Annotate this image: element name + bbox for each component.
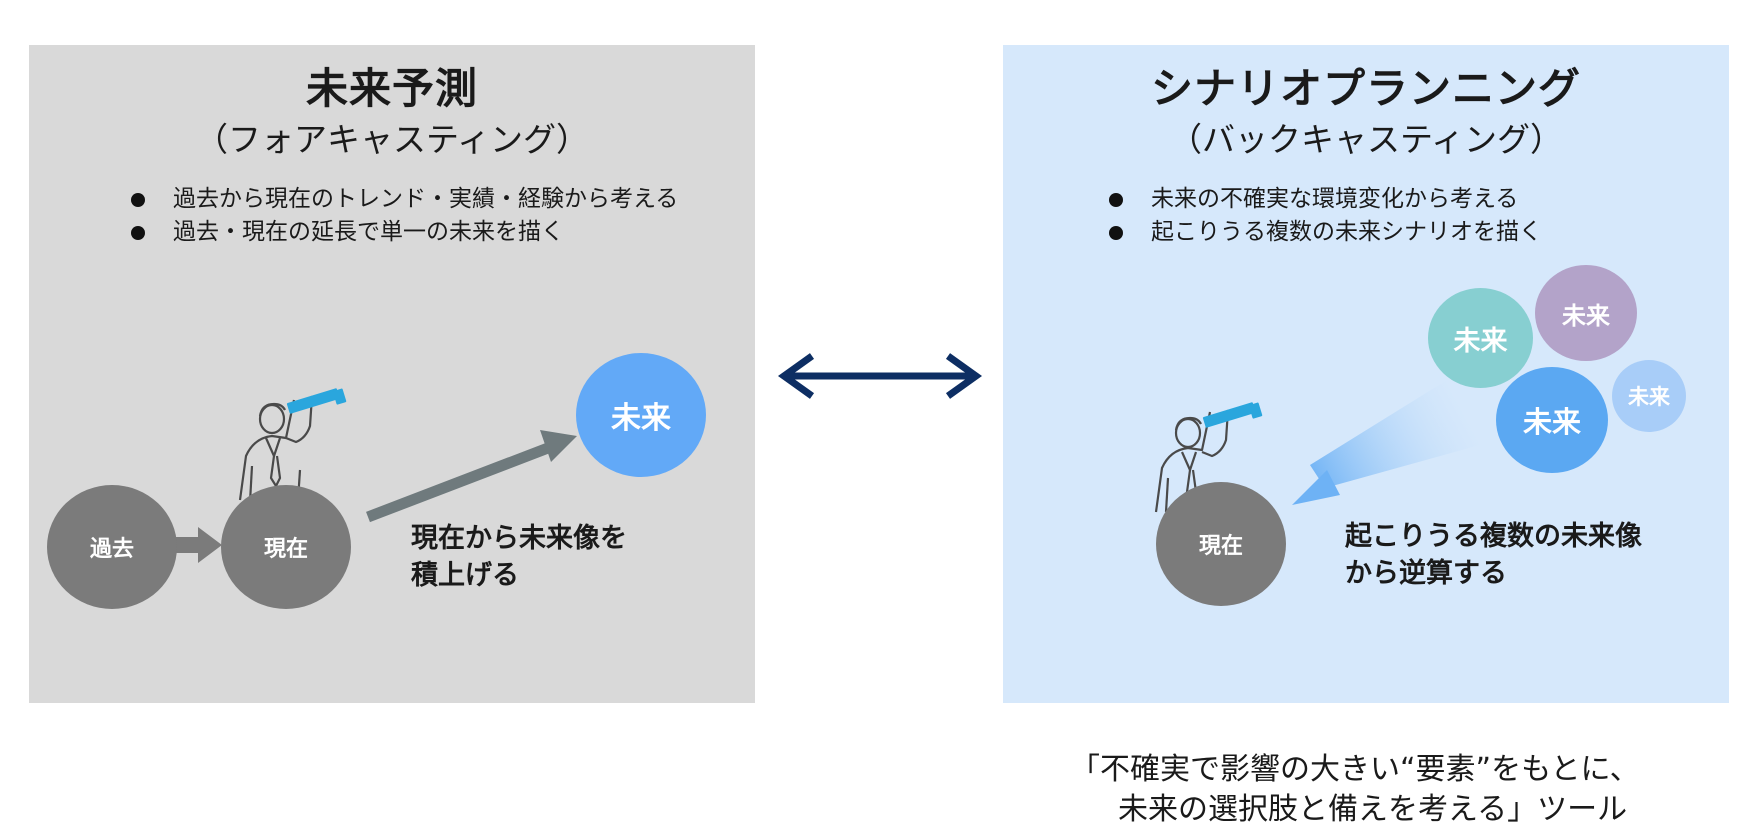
present-node: 現在 xyxy=(221,485,351,609)
bullet-list: 未来の不確実な環境変化から考える 起こりうる複数の未来シナリオを描く xyxy=(1107,183,1542,249)
forecasting-caption: 現在から未来像を 積上げる xyxy=(411,520,627,594)
bullet-list: 過去から現在のトレンド・実績・経験から考える 過去・現在の延長で単一の未来を描く xyxy=(129,183,678,249)
present-node: 現在 xyxy=(1156,482,1286,606)
scenario-caption: 起こりうる複数の未来像 から逆算する xyxy=(1345,518,1642,592)
panel-title: シナリオプランニング xyxy=(1150,64,1581,113)
footer-note: 「不確実で影響の大きい“要素”をもとに、 未来の選択肢と備えを考える」ツール xyxy=(1070,750,1640,830)
caption-line: 現在から未来像を xyxy=(411,523,627,554)
bullet-item: 過去・現在の延長で単一の未来を描く xyxy=(129,216,678,249)
caption-line: から逆算する xyxy=(1345,558,1507,589)
person-telescope-icon xyxy=(238,388,347,503)
future-node-light: 未来 xyxy=(1612,360,1686,432)
panel-subtitle: （バックキャスティング） xyxy=(1168,120,1564,159)
bullet-item: 起こりうる複数の未来シナリオを描く xyxy=(1107,216,1542,249)
double-arrow-icon xyxy=(777,353,983,399)
future-node-teal: 未来 xyxy=(1428,288,1533,388)
future-node-blue: 未来 xyxy=(1496,367,1608,473)
future-node: 未来 xyxy=(576,353,706,477)
bullet-item: 過去から現在のトレンド・実績・経験から考える xyxy=(129,183,678,216)
past-node: 過去 xyxy=(47,485,177,609)
footer-line: 未来の選択肢と備えを考える」ツール xyxy=(1118,792,1628,827)
caption-line: 積上げる xyxy=(411,560,519,591)
caption-line: 起こりうる複数の未来像 xyxy=(1345,521,1642,552)
scenario-planning-panel: シナリオプランニング （バックキャスティング） 未来の不確実な環境変化から考える… xyxy=(1003,45,1729,703)
present-to-future-arrow-icon xyxy=(366,430,577,523)
panel-title: 未来予測 xyxy=(305,64,478,113)
panel-subtitle: （フォアキャスティング） xyxy=(194,120,590,159)
bullet-item: 未来の不確実な環境変化から考える xyxy=(1107,183,1542,216)
past-to-present-arrow-icon xyxy=(176,527,222,563)
footer-line: 「不確実で影響の大きい“要素”をもとに、 xyxy=(1070,752,1640,787)
beam-arrow-icon xyxy=(1292,375,1498,505)
future-node-purple: 未来 xyxy=(1535,265,1637,361)
